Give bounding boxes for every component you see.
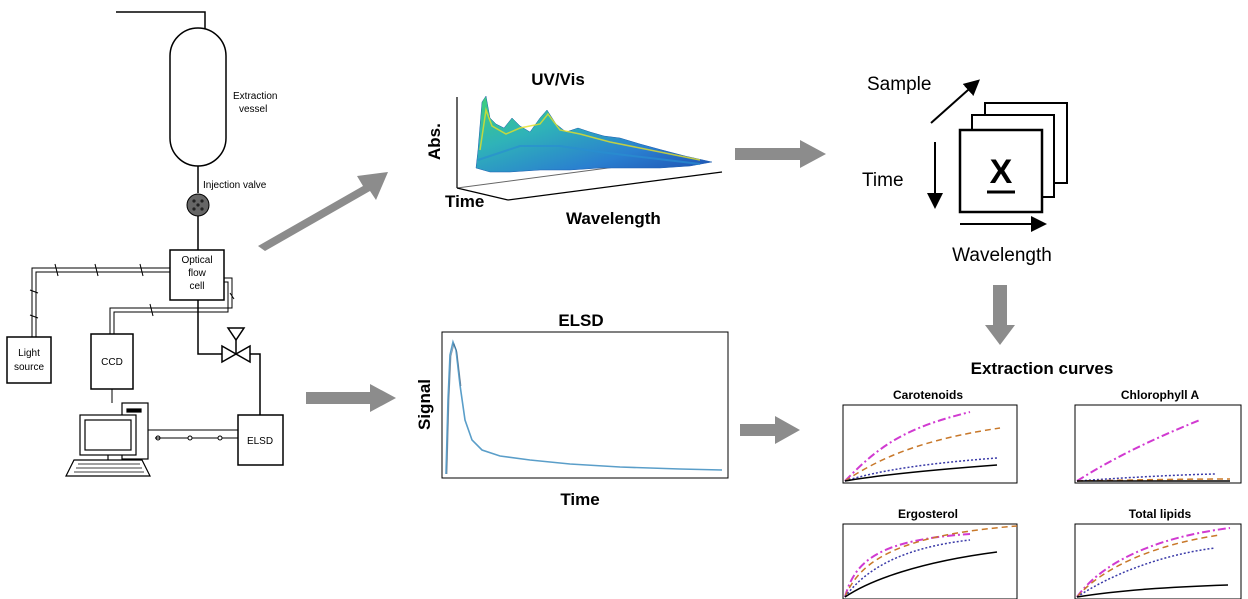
curve-blue-dotted	[844, 539, 971, 598]
computer-icon	[65, 402, 151, 477]
light-source	[6, 336, 52, 384]
panel-title-chlorophyll-a: Chlorophyll A	[1121, 388, 1200, 402]
injection-valve-icon	[186, 193, 210, 217]
inlet-pipe	[116, 11, 206, 30]
uvvis-plot: UV/Vis Abs. Time Wavelength	[425, 70, 723, 228]
flow-cell-line2: flow	[188, 268, 207, 279]
curve-orange-dashed	[844, 427, 1001, 482]
uvvis-x-label: Time	[445, 192, 484, 211]
arrow-to-curves-from-elsd	[740, 416, 800, 444]
elsd-plot: ELSD Signal Time	[415, 311, 729, 509]
optical-fiber-ccd	[109, 277, 233, 334]
apparatus-schematic: Extraction vessel Injection valve Optica…	[6, 11, 284, 477]
extraction-curves: Extraction curves Carotenoids Chlorophyl…	[842, 359, 1242, 599]
curve-magenta	[1076, 419, 1201, 482]
curve-orange-dashed	[844, 525, 1018, 598]
flow-cell-line3: cell	[189, 281, 204, 292]
matrix-time-label: Time	[862, 170, 904, 191]
process-arrows	[258, 140, 1015, 444]
light-line2: source	[14, 362, 44, 373]
elsd-plot-frame	[441, 331, 729, 479]
sample-axis-arrow	[930, 79, 980, 124]
panel-title-carotenoids: Carotenoids	[893, 388, 963, 402]
arrow-to-elsd	[306, 384, 396, 412]
extraction-vessel	[169, 27, 227, 167]
curve-black	[844, 464, 998, 482]
curve-black	[1076, 584, 1229, 598]
matrix-slice-front	[958, 128, 1044, 214]
curve-orange-dashed	[1076, 534, 1221, 598]
arrow-down-to-curves	[985, 285, 1015, 345]
panel-title-total-lipids: Total lipids	[1129, 507, 1192, 521]
uvvis-surface	[475, 95, 713, 173]
vessel-label-line1: Extraction	[233, 91, 277, 102]
back-pressure-valve-icon	[221, 327, 251, 364]
optical-flow-cell	[169, 249, 225, 301]
panel-carotenoids: Carotenoids	[842, 388, 1018, 484]
curve-orange-dashed	[1076, 478, 1231, 482]
panel-title-ergosterol: Ergosterol	[898, 507, 958, 521]
arrow-to-uvvis	[258, 172, 388, 251]
flow-cell-line1: Optical	[181, 255, 212, 266]
panel-total-lipids: Total lipids	[1074, 507, 1242, 599]
elsd-y-label: Signal	[415, 379, 434, 430]
matrix-sample-label: Sample	[867, 74, 931, 95]
elsd-title: ELSD	[558, 311, 603, 330]
elsd-box-label: ELSD	[247, 436, 273, 447]
ccd-label: CCD	[101, 357, 123, 368]
elsd-detector	[237, 414, 284, 466]
curve-black	[844, 551, 998, 598]
curve-magenta	[844, 533, 971, 598]
ccd-detector	[90, 333, 134, 390]
matrix-wavelength-label: Wavelength	[952, 245, 1052, 266]
uvvis-z-label: Abs.	[425, 123, 444, 160]
panel-chlorophyll-a: Chlorophyll A	[1074, 388, 1242, 484]
arrow-to-matrix	[735, 140, 826, 168]
matrix-symbol: X	[990, 153, 1013, 191]
panel-ergosterol: Ergosterol	[842, 507, 1018, 599]
optical-fiber-light	[31, 267, 170, 337]
data-matrix: Sample Time X Wavelength	[862, 74, 1068, 266]
curve-blue-dotted	[844, 457, 998, 482]
elsd-x-label: Time	[560, 490, 599, 509]
curve-blue-dotted	[1076, 547, 1216, 598]
light-line1: Light	[18, 348, 40, 359]
extraction-title: Extraction curves	[971, 359, 1114, 378]
curve-magenta	[1076, 527, 1231, 598]
uvvis-title: UV/Vis	[531, 70, 585, 89]
uvvis-y-label: Wavelength	[566, 209, 661, 228]
vessel-label-line2: vessel	[239, 104, 267, 115]
curve-magenta	[844, 411, 971, 482]
elsd-signal-line	[445, 339, 723, 475]
valve-label: Injection valve	[203, 180, 267, 191]
curve-blue-dotted	[1076, 473, 1216, 482]
